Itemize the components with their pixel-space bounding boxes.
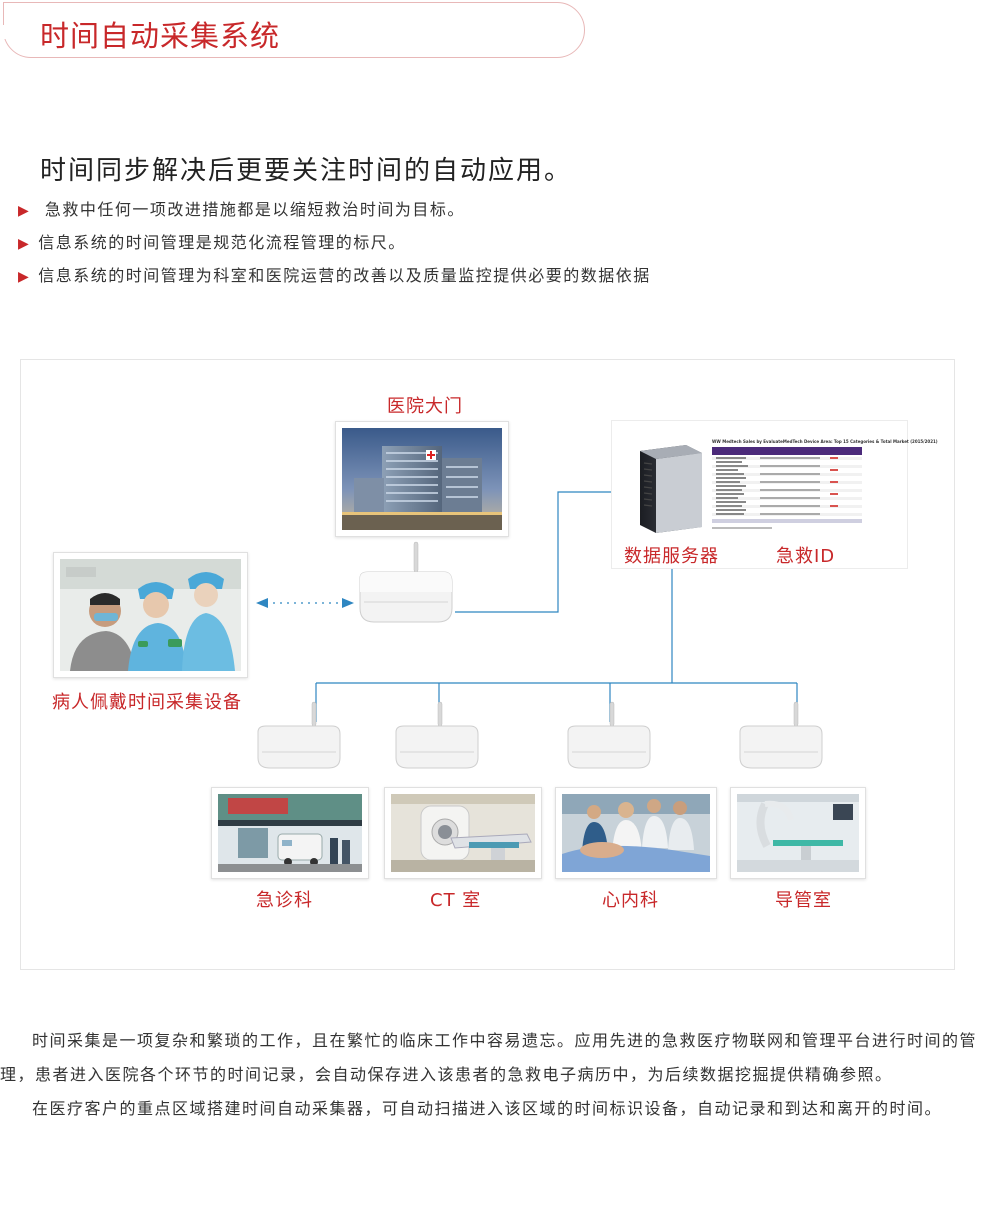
- patient-wearable-photo: [53, 552, 248, 678]
- wire-router-server: [455, 491, 612, 613]
- bullet-text: 信息系统的时间管理为科室和医院运营的改善以及质量监控提供必要的数据依据: [38, 266, 651, 285]
- server-panel: WW Medtech Sales by EvaluateMedTech Devi…: [611, 420, 938, 569]
- description-text: 时间采集是一项复杂和繁琐的工作，且在繁忙的临床工作中容易遗忘。应用先进的急救医疗…: [0, 1024, 1000, 1126]
- triangle-bullet-icon: ▶: [18, 236, 31, 252]
- dept-label-ct: CT 室: [430, 890, 482, 911]
- cath-lab-photo: [730, 787, 866, 879]
- page-title: 时间自动采集系统: [40, 19, 281, 53]
- bullet-text: 信息系统的时间管理是规范化流程管理的标尺。: [38, 233, 406, 252]
- screenshot-title: WW Medtech Sales by EvaluateMedTech Devi…: [712, 439, 938, 444]
- triangle-bullet-icon: ▶: [18, 269, 31, 285]
- wearable-label: 病人佩戴时间采集设备: [52, 692, 242, 713]
- emergency-id-label: 急救ID: [776, 546, 836, 567]
- bullet-list: ▶ 急救中任何一项改进措施都是以缩短救治时间为目标。 ▶ 信息系统的时间管理是规范…: [18, 196, 651, 295]
- data-table-image: [712, 447, 862, 529]
- ct-scanner-image: [391, 794, 535, 872]
- gate-label: 医院大门: [387, 396, 463, 417]
- bullet-item: ▶ 信息系统的时间管理为科室和医院运营的改善以及质量监控提供必要的数据依据: [18, 262, 651, 295]
- bullet-text: 急救中任何一项改进措施都是以缩短救治时间为目标。: [44, 200, 465, 219]
- department-router-icon: [739, 701, 823, 769]
- department-router-icon: [395, 701, 479, 769]
- emergency-dept-photo: [211, 787, 369, 879]
- dept-label-emergency: 急诊科: [256, 890, 313, 911]
- ct-room-photo: [384, 787, 542, 879]
- department-router-icon: [567, 701, 651, 769]
- dept-label-cath-lab: 导管室: [775, 890, 832, 911]
- dept-label-cardiology: 心内科: [602, 890, 659, 911]
- department-router-icon: [257, 701, 341, 769]
- lead-sentence: 时间同步解决后更要关注时间的自动应用。: [40, 156, 573, 186]
- hospital-building-image: [342, 428, 502, 530]
- nurses-patient-image: [60, 559, 241, 671]
- triangle-bullet-icon: ▶: [18, 203, 31, 219]
- bullet-item: ▶ 急救中任何一项改进措施都是以缩短救治时间为目标。: [18, 196, 651, 229]
- gate-router-icon: [359, 541, 453, 623]
- emergency-entrance-image: [218, 794, 362, 872]
- emergency-id-screenshot: WW Medtech Sales by EvaluateMedTech Devi…: [712, 439, 938, 535]
- paragraph: 在医疗客户的重点区域搭建时间自动采集器，可自动扫描进入该区域的时间标识设备，自动…: [32, 1099, 943, 1118]
- wireless-link: [256, 598, 354, 608]
- cath-lab-image: [737, 794, 859, 872]
- cardiology-photo: [555, 787, 717, 879]
- paragraph: 时间采集是一项复杂和繁琐的工作，且在繁忙的临床工作中容易遗忘。应用先进的急救医疗…: [0, 1031, 978, 1084]
- title-banner: 时间自动采集系统: [2, 2, 585, 58]
- hospital-gate-photo: [335, 421, 509, 537]
- diagram-frame: [20, 359, 955, 970]
- cardiology-ward-image: [562, 794, 710, 872]
- server-label: 数据服务器: [624, 546, 719, 567]
- bullet-item: ▶ 信息系统的时间管理是规范化流程管理的标尺。: [18, 229, 651, 262]
- server-tower-icon: [640, 445, 702, 533]
